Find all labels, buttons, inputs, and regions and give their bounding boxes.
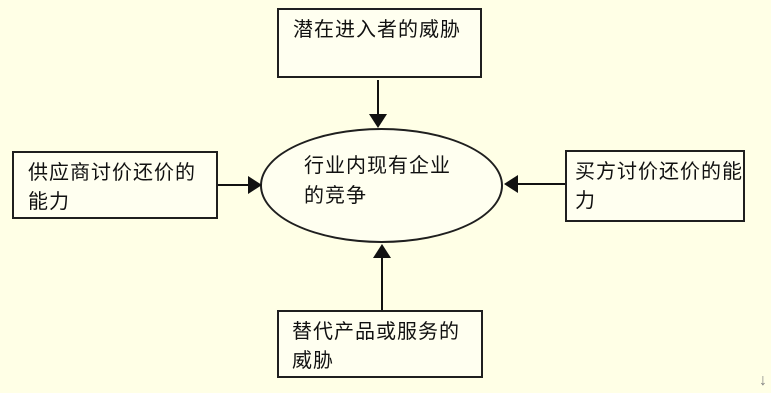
node-industry-rivalry: 行业内现有企业 的竞争 — [260, 128, 503, 243]
node-label-line: 替代产品或服务的 — [292, 321, 460, 343]
node-label-line: 买方讨价还价的能 — [575, 161, 743, 183]
arrowhead-right-icon — [248, 176, 262, 194]
node-label-line: 能力 — [28, 191, 70, 213]
node-label-line: 行业内现有企业 — [304, 155, 451, 177]
arrow-line — [218, 184, 250, 186]
node-buyer-bargaining-power: 买方讨价还价的能 力 — [565, 150, 745, 222]
node-supplier-bargaining-power: 供应商讨价还价的 能力 — [12, 151, 218, 219]
node-threat-of-substitutes: 替代产品或服务的 威胁 — [277, 310, 483, 378]
node-label-line: 力 — [575, 190, 596, 212]
arrow-line — [381, 257, 383, 310]
node-threat-of-entrants: 潜在进入者的威胁 — [277, 8, 482, 78]
arrowhead-left-icon — [504, 175, 518, 193]
arrow-line — [377, 80, 379, 116]
arrowhead-down-icon — [369, 114, 387, 128]
node-label-line: 供应商讨价还价的 — [28, 162, 196, 184]
node-label-line: 潜在进入者的威胁 — [293, 19, 461, 41]
arrowhead-up-icon — [373, 244, 391, 258]
scroll-down-arrow-icon[interactable]: ↓ — [759, 372, 767, 389]
diagram-canvas: 潜在进入者的威胁 供应商讨价还价的 能力 行业内现有企业 的竞争 买方讨价还价的… — [0, 0, 771, 393]
node-label-line: 的竞争 — [304, 185, 367, 207]
node-label-line: 威胁 — [292, 350, 334, 372]
arrow-line — [518, 183, 565, 185]
